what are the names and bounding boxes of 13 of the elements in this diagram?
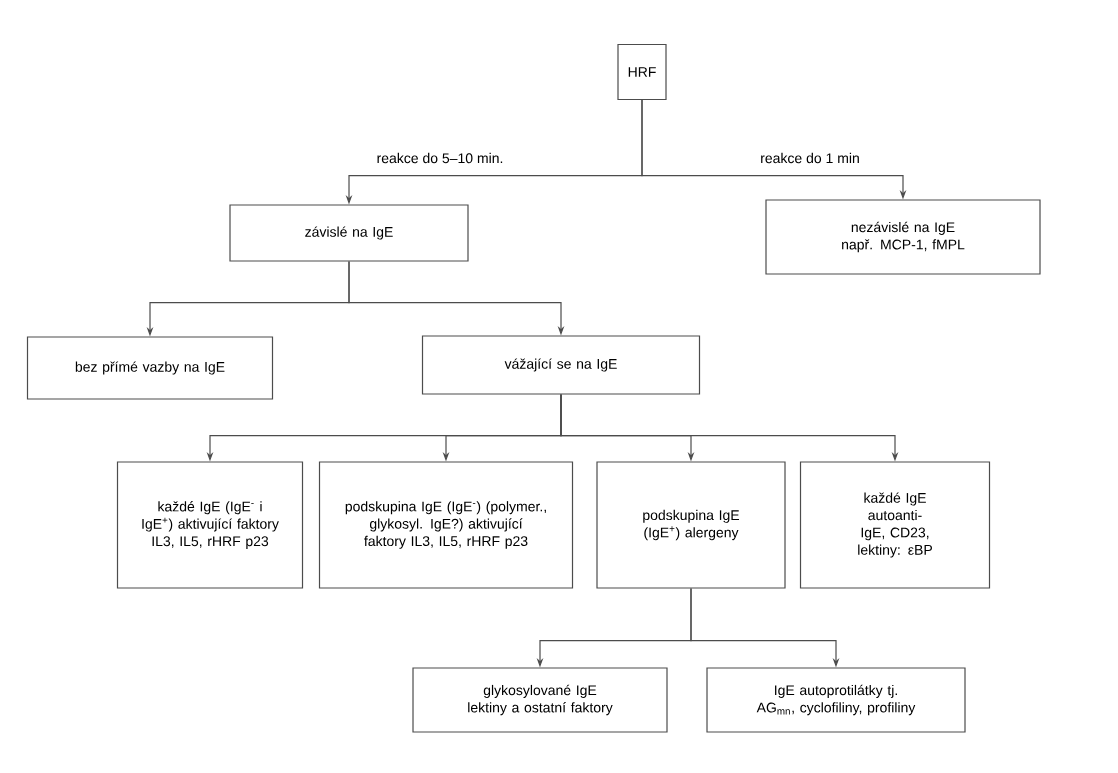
process-box: každé IgE autoanti-IgE, CD23, lektiny: εBP (799, 461, 991, 589)
process-box: podskupina IgE (IgE$^{+}$) alergeny (596, 461, 786, 589)
process-box: vážající se na IgE (421, 335, 701, 395)
edge-label: reakce do 1 min (758, 151, 862, 165)
process-box: podskupina IgE (IgE$^{-}$) (polymer., glykosyl. IgE?) aktivující faktory IL3, IL5, rHRF p23 (318, 461, 574, 589)
process-box: závislé na IgE (229, 204, 469, 262)
process-box: IgE autoprotilátky tj. AG$_{mn}$, cyclofiliny, profiliny (706, 667, 966, 733)
process-box: HRF (617, 43, 667, 101)
process-box: nezávislé na IgE např. MCP-1, fMPL (765, 199, 1041, 275)
process-box: glykosylované IgE lektiny a ostatní faktory (412, 667, 668, 733)
process-box: každé IgE (IgE$^{-}$ i IgE$^{+}$) aktivující faktory IL3, IL5, rHRF p23 (116, 461, 304, 589)
process-box: bez přímé vazby na IgE (26, 336, 274, 400)
edge-label: reakce do 5–10 min. (375, 151, 505, 165)
